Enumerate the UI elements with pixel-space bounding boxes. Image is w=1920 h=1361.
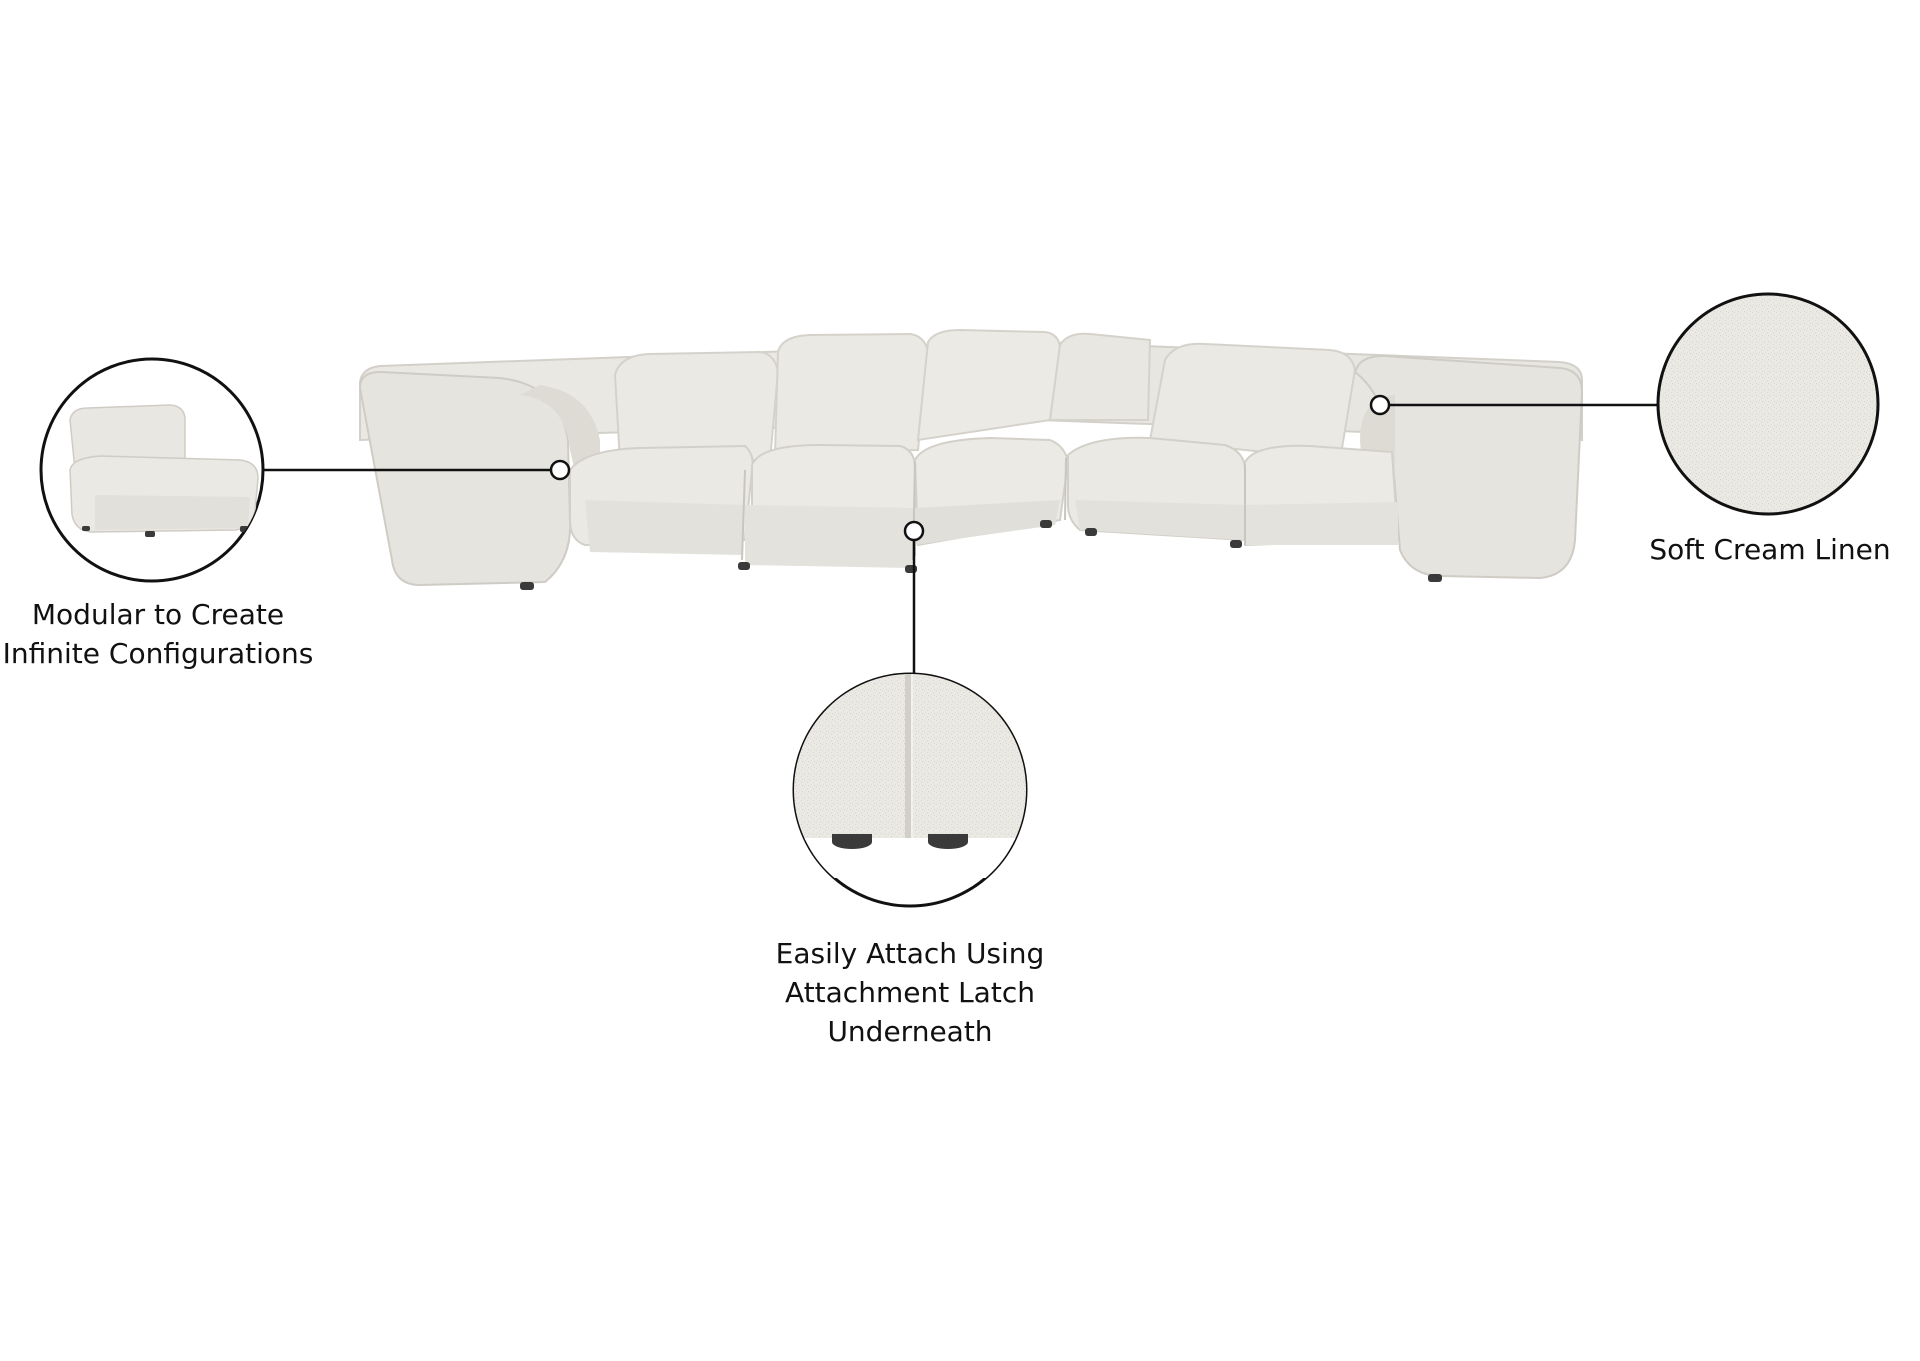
callout-label-attach-line1: Easily Attach Using xyxy=(775,937,1045,970)
latch-closeup xyxy=(794,674,1026,878)
callout-label-modular-line1: Modular to Create xyxy=(31,598,285,631)
callout-dot-attach xyxy=(903,520,925,542)
sectional-sofa xyxy=(358,328,1584,590)
callout-label-modular: Modular to Create Infinite Configuration… xyxy=(0,595,316,673)
sofa-leg xyxy=(738,562,750,570)
sofa-leg xyxy=(1428,574,1442,582)
back-cushion-1 xyxy=(613,350,780,464)
sofa-leg xyxy=(1230,540,1242,548)
callout-label-attach-line3: Underneath xyxy=(827,1015,993,1048)
callout-modular xyxy=(39,357,571,583)
back-cushion-2 xyxy=(773,332,930,457)
base-4 xyxy=(1075,500,1245,540)
callout-label-attach: Easily Attach Using Attachment Latch Und… xyxy=(760,934,1060,1051)
armless-chair-thumbnail xyxy=(69,404,259,537)
sofa-leg xyxy=(1085,528,1097,536)
sofa-leg xyxy=(1040,520,1052,528)
base-5 xyxy=(1245,502,1398,545)
sofa-leg xyxy=(520,582,534,590)
callout-attach xyxy=(792,520,1028,908)
callout-label-linen: Soft Cream Linen xyxy=(1640,530,1900,569)
back-cushion-3 xyxy=(916,328,1062,442)
callout-label-linen-line1: Soft Cream Linen xyxy=(1649,533,1891,566)
back-cushion-4 xyxy=(1048,332,1152,421)
callout-linen xyxy=(1369,292,1880,516)
callout-circle-linen xyxy=(1656,292,1880,516)
left-arm xyxy=(358,370,572,587)
base-1 xyxy=(585,500,745,555)
base-3 xyxy=(915,500,1060,545)
callout-label-modular-line2: Infinite Configurations xyxy=(2,637,314,670)
base-2 xyxy=(745,505,915,568)
callout-dot-linen xyxy=(1369,394,1391,416)
callout-label-attach-line2: Attachment Latch xyxy=(785,976,1035,1009)
callout-dot-modular xyxy=(549,459,571,481)
